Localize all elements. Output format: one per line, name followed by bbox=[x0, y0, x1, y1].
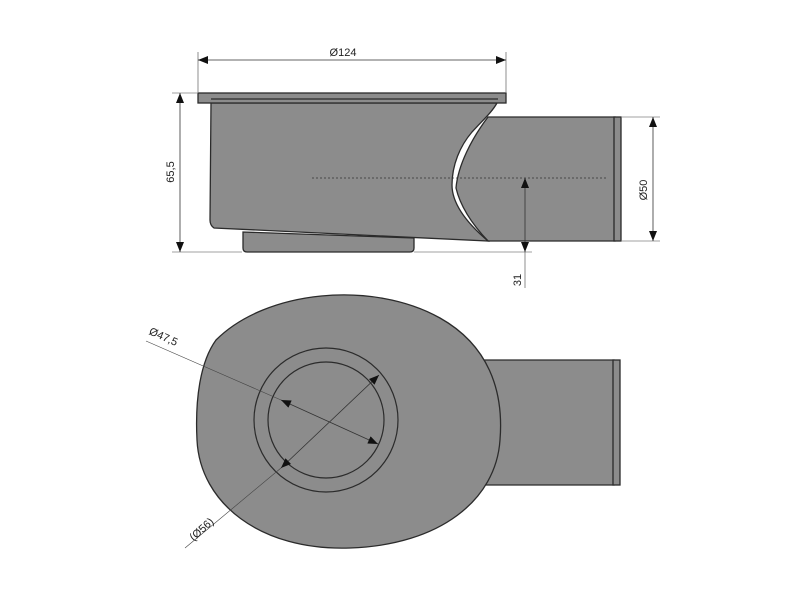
top-body bbox=[195, 294, 502, 549]
dim-inner-diameter-leader bbox=[145, 340, 282, 401]
side-outlet-rim bbox=[613, 116, 622, 242]
top-outlet-rim bbox=[612, 359, 621, 486]
side-bowl-body bbox=[209, 102, 499, 242]
side-outlet-pipe bbox=[455, 116, 616, 242]
top-view: Ø47,5 (Ø56) bbox=[145, 294, 621, 549]
top-drain-inner-ring bbox=[267, 361, 385, 479]
dim-outlet-height-label: 31 bbox=[512, 274, 524, 286]
dim-outlet-label: Ø50 bbox=[638, 180, 650, 201]
side-bottom-foot bbox=[242, 231, 415, 253]
dim-outer-diameter-line bbox=[280, 374, 380, 469]
dim-height-label: 65,5 bbox=[165, 161, 177, 182]
dim-outer-diameter-leader bbox=[184, 467, 282, 549]
side-view: Ø124 65,5 Ø50 31 bbox=[165, 47, 660, 288]
dim-top-label: Ø124 bbox=[330, 47, 357, 59]
side-top-flange bbox=[197, 92, 507, 104]
dim-inner-diameter-label: Ø47,5 bbox=[147, 326, 179, 349]
top-drain-outer-ring bbox=[253, 347, 399, 493]
dim-outer-diameter-label: (Ø56) bbox=[188, 516, 217, 544]
